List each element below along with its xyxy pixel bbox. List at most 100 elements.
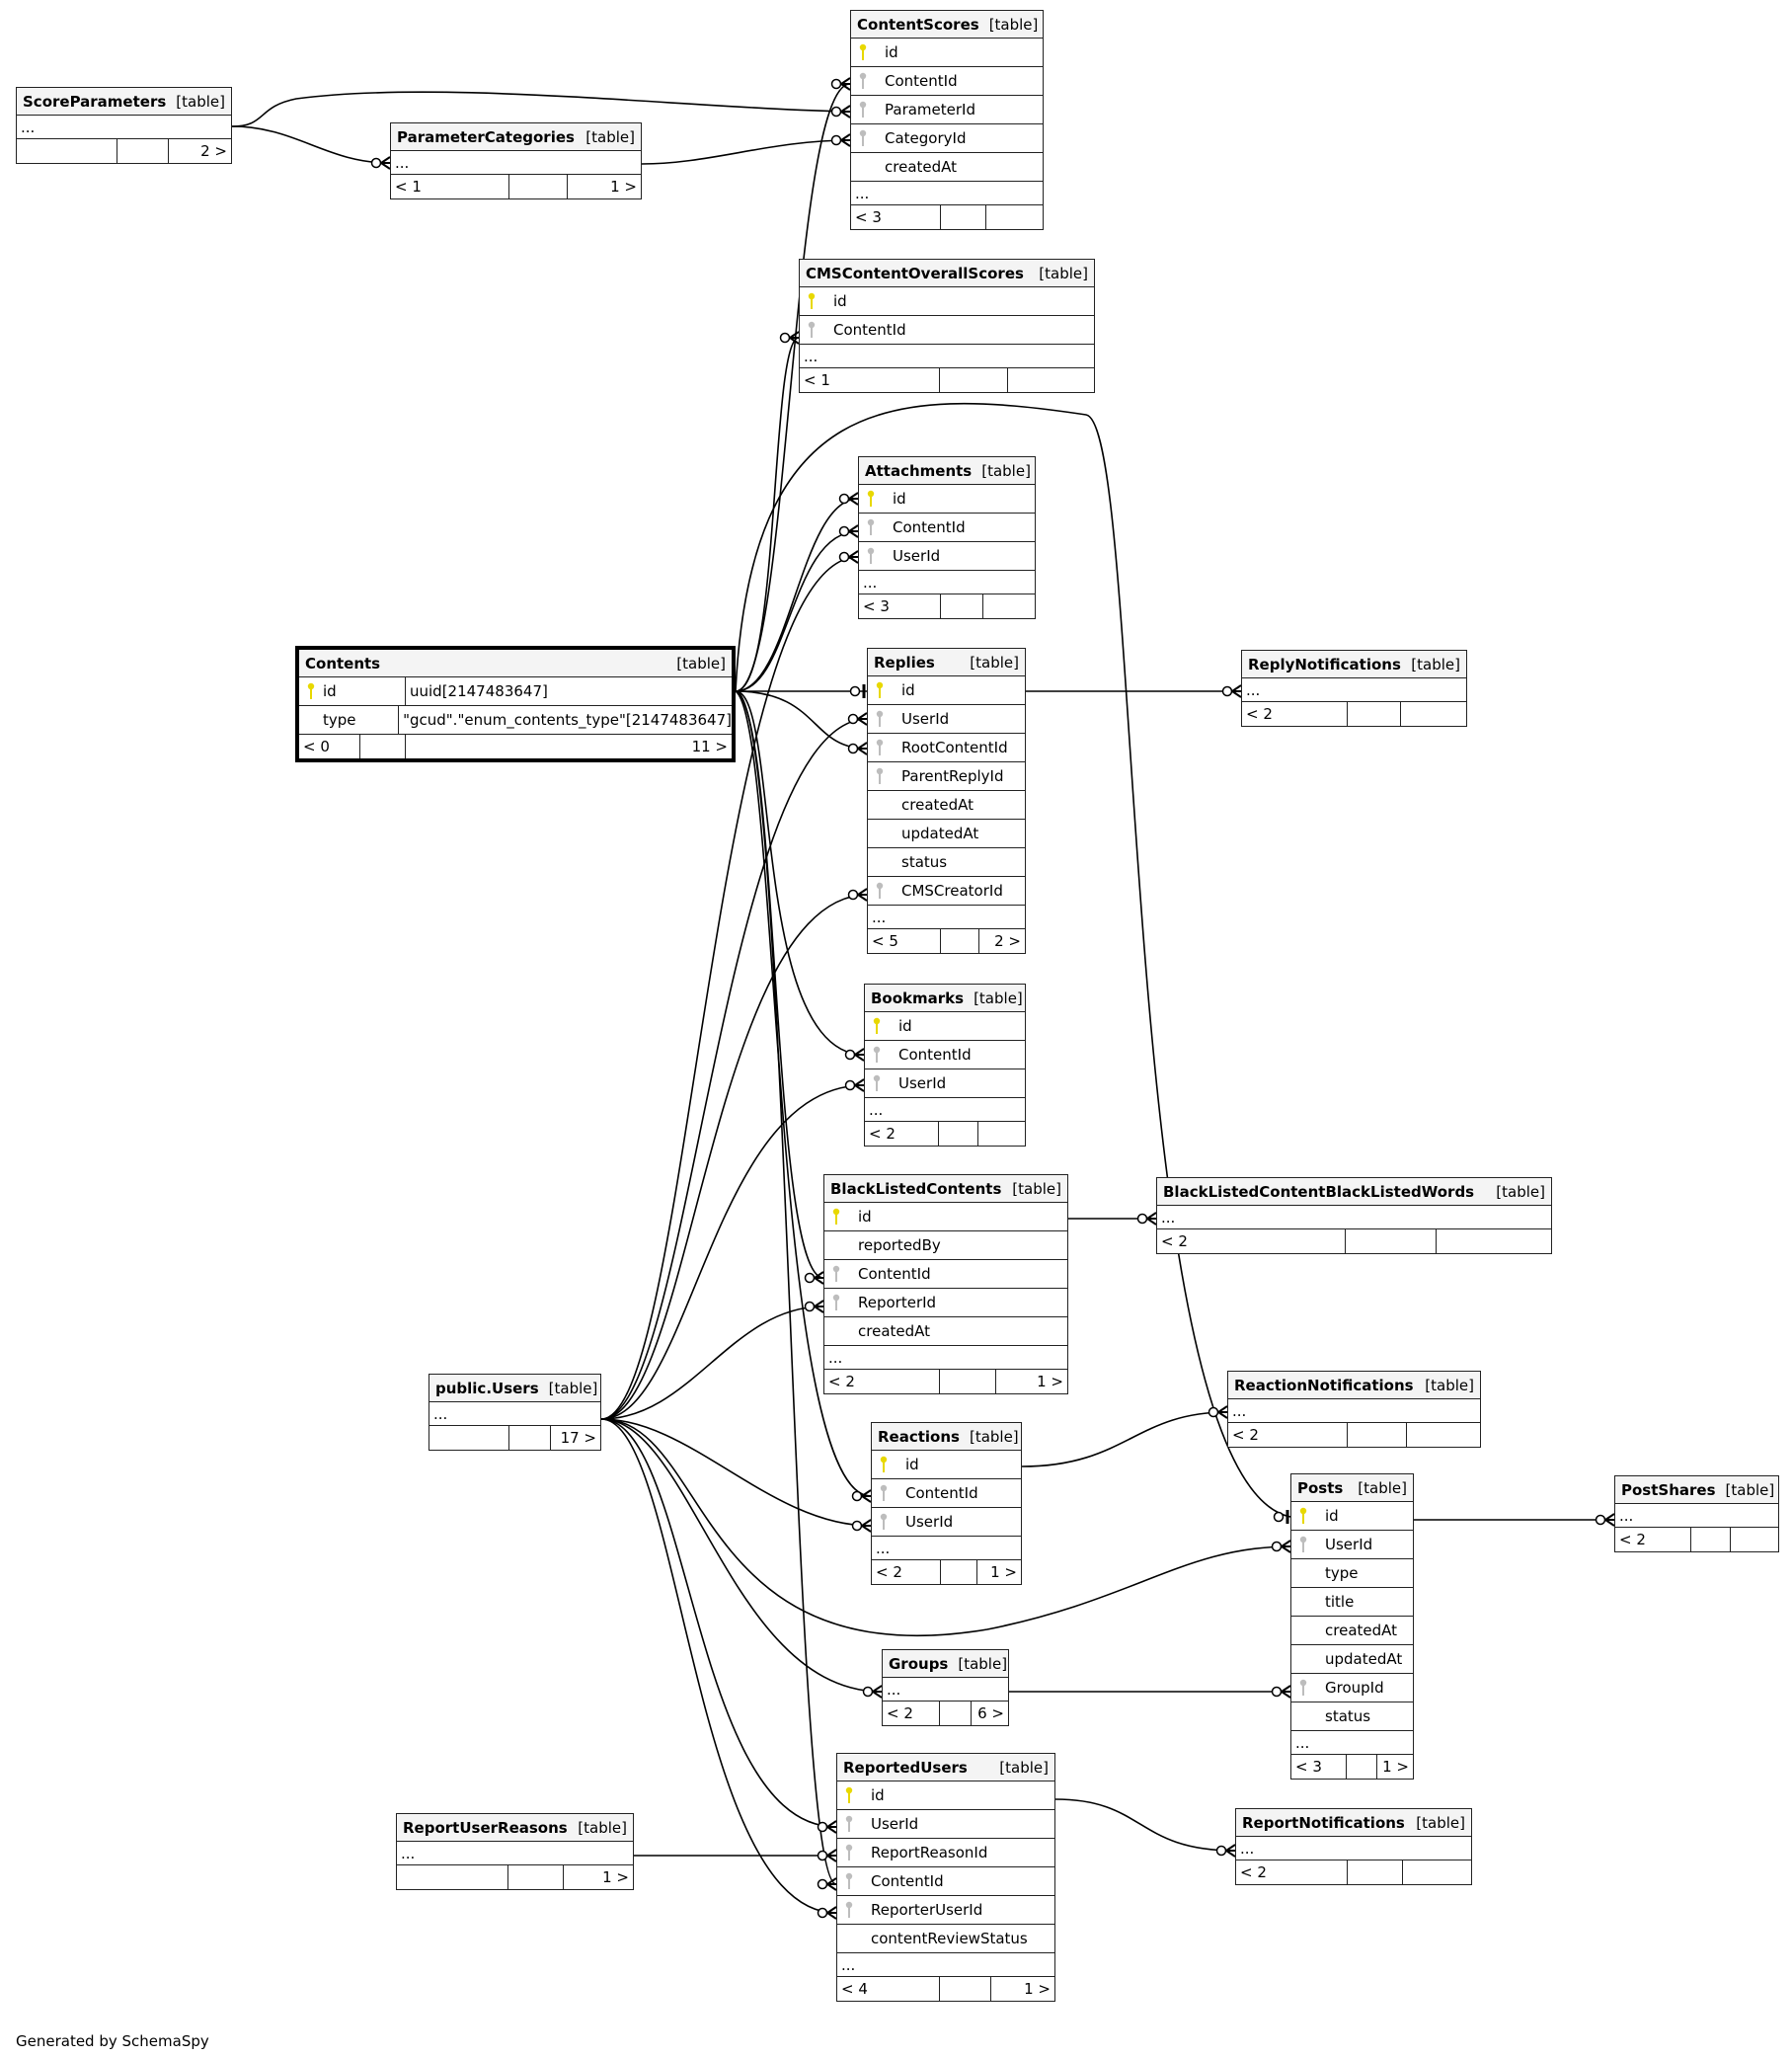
column-row[interactable]: ContentId (800, 316, 1094, 345)
children-count[interactable]: 2 > (994, 932, 1021, 950)
column-row[interactable]: UserId (837, 1810, 1054, 1839)
column-row[interactable]: createdAt (851, 153, 1043, 182)
children-count[interactable] (978, 1122, 1025, 1146)
more-columns[interactable]: ... (1236, 1837, 1471, 1860)
children-count[interactable]: 17 > (560, 1429, 596, 1447)
column-row[interactable]: id (865, 1012, 1025, 1041)
column-row[interactable]: RootContentId (868, 734, 1025, 762)
column-row[interactable]: id (824, 1203, 1067, 1231)
column-row[interactable]: ParentReplyId (868, 762, 1025, 791)
more-columns[interactable]: ... (851, 182, 1043, 205)
more-columns[interactable]: ... (800, 345, 1094, 368)
column-row[interactable]: type (1291, 1559, 1413, 1588)
column-row[interactable]: ReporterId (824, 1289, 1067, 1317)
children-count[interactable] (1008, 368, 1094, 392)
column-row[interactable]: id (1291, 1502, 1413, 1531)
table-report-user-reasons[interactable]: ReportUserReasons[table] ... 1 > (396, 1813, 634, 1890)
parents-count[interactable]: < 2 (1242, 702, 1349, 726)
column-row[interactable]: ContentId (824, 1260, 1067, 1289)
column-row[interactable]: ContentId (859, 514, 1035, 542)
more-columns[interactable]: ... (429, 1402, 600, 1426)
more-columns[interactable]: ... (1291, 1731, 1413, 1755)
table-black-listed-content-black-listed-words[interactable]: BlackListedContentBlackListedWords[table… (1156, 1177, 1552, 1254)
parents-count[interactable]: < 4 (837, 1977, 940, 2001)
column-row[interactable]: status (868, 848, 1025, 877)
column-row[interactable]: status (1291, 1702, 1413, 1731)
column-row[interactable]: UserId (872, 1508, 1021, 1537)
more-columns[interactable]: ... (868, 906, 1025, 929)
column-row[interactable]: id (851, 39, 1043, 67)
parents-count[interactable]: < 2 (872, 1560, 942, 1584)
column-row[interactable]: CategoryId (851, 124, 1043, 153)
children-count[interactable]: 1 > (1382, 1758, 1409, 1776)
children-count[interactable]: 1 > (602, 1868, 629, 1886)
parents-count[interactable]: < 3 (1291, 1755, 1348, 1779)
children-count[interactable] (983, 594, 1035, 618)
column-row[interactable]: UserId (859, 542, 1035, 571)
parents-count[interactable]: < 2 (824, 1370, 940, 1393)
more-columns[interactable]: ... (824, 1346, 1067, 1370)
more-columns[interactable]: ... (837, 1953, 1054, 1977)
children-count[interactable] (1407, 1423, 1480, 1447)
parents-count[interactable] (17, 139, 118, 163)
parents-count[interactable]: < 2 (883, 1702, 941, 1725)
more-columns[interactable]: ... (391, 151, 641, 175)
column-row[interactable]: createdAt (1291, 1617, 1413, 1645)
column-row[interactable]: UserId (868, 705, 1025, 734)
more-columns[interactable]: ... (872, 1537, 1021, 1560)
children-count[interactable]: 1 > (1024, 1980, 1051, 1998)
column-row[interactable]: ContentId (872, 1479, 1021, 1508)
more-columns[interactable]: ... (397, 1842, 633, 1865)
children-count[interactable] (1401, 702, 1466, 726)
column-row[interactable]: id uuid[2147483647] (299, 677, 732, 706)
column-row[interactable]: ContentId (837, 1867, 1054, 1896)
more-columns[interactable]: ... (1228, 1399, 1480, 1423)
parents-count[interactable]: < 3 (859, 594, 942, 618)
more-columns[interactable]: ... (17, 116, 231, 139)
more-columns[interactable]: ... (865, 1098, 1025, 1122)
parents-count[interactable]: < 5 (868, 929, 942, 953)
column-row[interactable]: ReportReasonId (837, 1839, 1054, 1867)
children-count[interactable] (1403, 1860, 1471, 1884)
children-count[interactable]: 1 > (990, 1563, 1017, 1581)
children-count[interactable]: 11 > (691, 738, 728, 755)
more-columns[interactable]: ... (1242, 678, 1466, 702)
children-count[interactable] (986, 205, 1043, 229)
column-row[interactable]: UserId (865, 1069, 1025, 1098)
column-row[interactable]: GroupId (1291, 1674, 1413, 1702)
table-score-parameters[interactable]: ScoreParameters[table] ... 2 > (16, 87, 232, 164)
column-row[interactable]: id (800, 287, 1094, 316)
column-row[interactable]: contentReviewStatus (837, 1925, 1054, 1953)
table-reaction-notifications[interactable]: ReactionNotifications[table] ... < 2 (1227, 1371, 1481, 1448)
column-row[interactable]: createdAt (824, 1317, 1067, 1346)
column-row[interactable]: title (1291, 1588, 1413, 1617)
children-count[interactable] (1437, 1229, 1551, 1253)
column-row[interactable]: UserId (1291, 1531, 1413, 1559)
children-count[interactable]: 2 > (200, 142, 227, 160)
column-row[interactable]: ContentId (865, 1041, 1025, 1069)
table-report-notifications[interactable]: ReportNotifications[table] ... < 2 (1235, 1808, 1472, 1885)
more-columns[interactable]: ... (859, 571, 1035, 594)
table-post-shares[interactable]: PostShares[table] ... < 2 (1614, 1475, 1779, 1552)
more-columns[interactable]: ... (1615, 1504, 1778, 1528)
column-row[interactable]: ReporterUserId (837, 1896, 1054, 1925)
column-row[interactable]: id (859, 485, 1035, 514)
more-columns[interactable]: ... (883, 1678, 1008, 1702)
children-count[interactable]: 1 > (610, 178, 637, 196)
parents-count[interactable]: < 3 (851, 205, 942, 229)
parents-count[interactable]: < 0 (299, 735, 360, 758)
children-count[interactable] (1731, 1528, 1778, 1551)
column-row[interactable]: ParameterId (851, 96, 1043, 124)
parents-count[interactable]: < 2 (1615, 1528, 1691, 1551)
